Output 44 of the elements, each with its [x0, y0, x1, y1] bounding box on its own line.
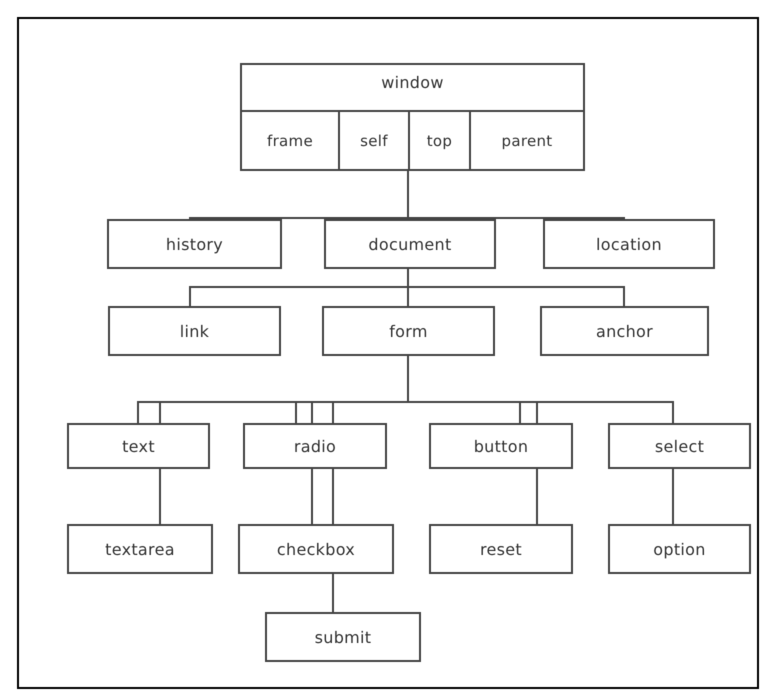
node-label: reset — [480, 540, 522, 558]
object-box — [240, 63, 585, 171]
property-box — [107, 219, 282, 269]
node-label: anchor — [596, 322, 654, 340]
property-box — [67, 423, 210, 469]
node-label: option — [653, 540, 706, 558]
connector-line — [159, 469, 161, 524]
node-label: radio — [294, 436, 336, 456]
node-label: select — [654, 436, 704, 456]
node-label: frame — [267, 132, 313, 150]
connector-line — [672, 469, 674, 524]
property-box — [243, 423, 387, 469]
node-label: textarea — [105, 540, 175, 558]
connector-line — [311, 469, 313, 524]
connector-line — [407, 356, 674, 423]
property-box — [608, 524, 751, 574]
property-box — [429, 524, 573, 574]
node-label: document — [368, 234, 452, 254]
node-label: submit — [314, 628, 372, 646]
connector-line — [407, 269, 625, 306]
node-label: history — [166, 234, 224, 254]
property-box — [238, 524, 394, 574]
node-label: self — [360, 132, 388, 150]
property-box — [108, 306, 281, 356]
node-label: location — [596, 234, 662, 254]
node-label: form — [389, 322, 428, 340]
node-label: button — [474, 436, 528, 456]
node-label: link — [180, 322, 210, 340]
node-label: top — [426, 132, 452, 150]
property-box — [429, 423, 573, 469]
node-label: checkbox — [276, 540, 356, 558]
property-box — [324, 219, 496, 269]
connector-line — [536, 469, 538, 524]
node-label: parent — [502, 132, 552, 150]
property-box — [608, 423, 751, 469]
connector-line — [332, 469, 334, 524]
property-box — [540, 306, 709, 356]
connector-line — [332, 574, 334, 612]
property-box — [543, 219, 715, 269]
node-label: window — [381, 73, 444, 92]
node-label: text — [122, 436, 155, 456]
property-box — [265, 612, 421, 662]
property-box — [322, 306, 495, 356]
property-box — [67, 524, 213, 574]
